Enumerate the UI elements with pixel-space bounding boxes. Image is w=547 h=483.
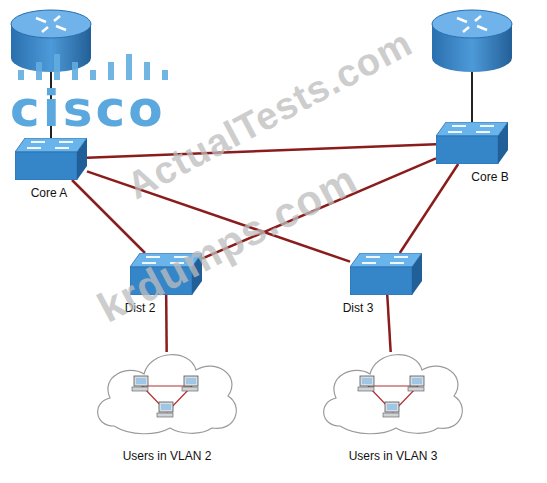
switch-node: Core A <box>15 138 87 180</box>
node-label: Users in VLAN 3 <box>349 449 438 463</box>
user-cloud: Users in VLAN 2 <box>92 340 242 435</box>
node-label: Core A <box>31 186 68 200</box>
link-line <box>87 144 436 157</box>
link-line <box>400 164 458 253</box>
switch-node: Dist 3 <box>350 253 422 295</box>
link-line <box>387 295 390 352</box>
node-label: Dist 3 <box>343 301 374 315</box>
cloud-shape <box>318 340 468 435</box>
cloud-shape <box>92 340 242 435</box>
user-cloud: Users in VLAN 3 <box>318 340 468 435</box>
logo-bars <box>18 54 168 80</box>
switch-symbol <box>15 138 87 180</box>
node-label: Users in VLAN 2 <box>123 449 212 463</box>
router-symbol <box>11 10 91 72</box>
router-wire <box>471 72 473 122</box>
switch-symbol <box>350 253 422 295</box>
switch-symbol <box>436 122 508 164</box>
router-symbol <box>432 10 512 72</box>
logo-text: cisco <box>10 80 166 138</box>
switch-node: Core B <box>436 122 508 164</box>
node-label: Core B <box>471 170 508 184</box>
